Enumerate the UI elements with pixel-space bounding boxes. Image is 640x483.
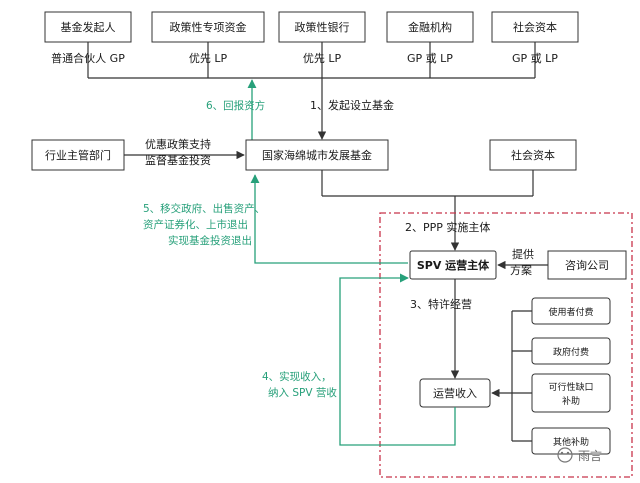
svg-text:国家海绵城市发展基金: 国家海绵城市发展基金 (262, 148, 372, 162)
role-label-gp-or-lp: GP 或 LP (512, 52, 558, 65)
top-box-social-capital: 社会资本 (491, 11, 579, 43)
role-label-lp-priority: 优先 LP (189, 52, 228, 65)
role-label-lp-priority: 优先 LP (303, 52, 342, 65)
step3-label: 3、特许经营 (410, 297, 472, 311)
node-government-payment: 政府付费 (531, 337, 611, 365)
policy-label-line1: 优惠政策支持 (145, 137, 211, 151)
svg-text:可行性缺口: 可行性缺口 (548, 381, 593, 393)
provide-label-line1: 提供 (512, 247, 534, 261)
ppp-region-dashed (379, 212, 633, 478)
fund-to-spv-connector (321, 170, 534, 251)
node-industry-department: 行业主管部门 (31, 139, 125, 171)
watermark-text: 雨言 (578, 449, 602, 463)
node-user-payment: 使用者付费 (531, 297, 611, 325)
watermark: 雨言 (557, 447, 602, 463)
step4-arrow (339, 273, 456, 446)
svg-text:SPV 运营主体: SPV 运营主体 (417, 258, 490, 272)
svg-text:政府付费: 政府付费 (553, 346, 589, 358)
policy-label-line2: 监督基金投资 (145, 153, 211, 167)
node-national-sponge-city-fund: 国家海绵城市发展基金 (245, 139, 389, 171)
svg-text:补助: 补助 (562, 395, 580, 407)
top-connectors (87, 42, 536, 140)
svg-text:运营收入: 运营收入 (433, 386, 477, 400)
top-box-policy-bank: 政策性银行 (278, 11, 366, 43)
step4-label-line2: 纳入 SPV 营收 (268, 386, 337, 399)
provide-label-line2: 方案 (510, 263, 532, 277)
node-social-capital: 社会资本 (489, 139, 577, 171)
node-other-subsidy: 其他补助 (531, 427, 611, 455)
step5-label-line2: 资产证券化、上市退出 (143, 218, 248, 231)
wechat-icon (557, 447, 573, 463)
svg-text:社会资本: 社会资本 (511, 148, 555, 162)
node-operating-revenue: 运营收入 (419, 378, 491, 408)
top-box-label: 政策性专项资金 (170, 20, 247, 34)
step4-label-line1: 4、实现收入， (262, 370, 332, 383)
node-spv-operator: SPV 运营主体 (409, 250, 497, 280)
role-label-gp-or-lp: GP 或 LP (407, 52, 453, 65)
step5-arrow (250, 174, 408, 264)
top-box-policy-special-fund: 政策性专项资金 (151, 11, 265, 43)
top-box-financial-institution: 金融机构 (386, 11, 474, 43)
top-box-label: 金融机构 (408, 20, 452, 34)
svg-text:其他补助: 其他补助 (553, 436, 589, 448)
top-box-label: 政策性银行 (295, 20, 350, 34)
node-consulting-company: 咨询公司 (547, 250, 627, 280)
svg-text:行业主管部门: 行业主管部门 (45, 148, 111, 162)
top-box-label: 社会资本 (513, 20, 557, 34)
top-box-label: 基金发起人 (61, 20, 116, 34)
payments-to-revenue-connector (491, 310, 532, 442)
step5-label-line1: 5、移交政府、出售资产、 (143, 202, 265, 215)
step2-label: 2、PPP 实施主体 (405, 220, 490, 234)
step6-label: 6、回报资方 (206, 99, 265, 112)
step5-label-line3: 实现基金投资退出 (168, 234, 252, 247)
top-box-fund-initiator: 基金发起人 (44, 11, 132, 43)
svg-text:使用者付费: 使用者付费 (548, 306, 593, 318)
node-viability-gap-subsidy: 可行性缺口 补助 (531, 373, 611, 413)
role-label-gp: 普通合伙人 GP (51, 51, 125, 65)
svg-text:咨询公司: 咨询公司 (565, 258, 609, 272)
step1-label: 1、发起设立基金 (310, 98, 394, 112)
